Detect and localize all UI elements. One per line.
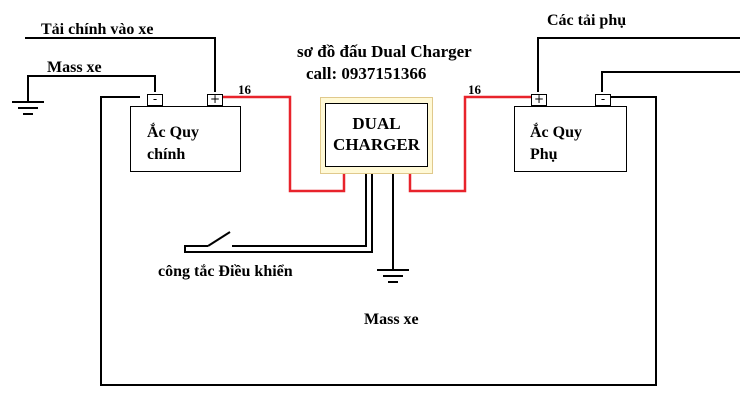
ground-symbol-top [12,101,44,115]
control-wire-2 [184,174,373,253]
main-battery [130,106,241,172]
dual-charger [325,103,428,167]
switch-lever [207,231,231,247]
dual-charger-label: DUAL CHARGER [325,113,428,155]
mass-label-bottom: Mass xe [364,311,419,328]
aux-battery-label-line2: Phụ [530,146,558,163]
main-load-wire [25,37,216,92]
aux-battery-label-line1: Ắc Quy [530,124,582,141]
red-cable-right [408,95,532,193]
mass-wire-top [27,75,156,102]
mass-label-top: Mass xe [47,59,102,76]
phone-number: call: 0937151366 [306,64,427,83]
control-wire-1 [232,174,367,247]
diagram-title: sơ đồ đấu Dual Charger [297,42,472,61]
main-battery-negative-terminal: - [147,93,163,106]
dual-charger-label-line2: CHARGER [333,135,420,154]
chassis-loop [100,96,657,386]
main-battery-label-line1: Ắc Quy [147,124,199,141]
main-load-label: Tải chính vào xe [41,21,154,38]
control-switch-label: công tắc Điều khiển [158,263,293,280]
aux-battery [514,106,627,172]
aux-battery-label: Ắc Quy Phụ [530,122,582,166]
red-cable-left [222,95,346,193]
main-battery-positive-terminal: + [207,93,223,106]
aux-loads-label: Các tải phụ [547,12,627,29]
main-battery-label-line2: chính [147,146,186,163]
aux-load-wire-1 [537,37,740,92]
main-battery-label: Ắc Quy chính [147,122,199,166]
wire-size-left: 16 [238,82,251,97]
dual-charger-label-line1: DUAL [352,114,401,133]
aux-battery-negative-terminal: - [595,93,611,106]
aux-load-wire-2 [601,71,740,92]
wire-size-right: 16 [468,82,481,97]
ground-symbol-bottom [377,269,409,283]
aux-battery-positive-terminal: + [531,93,547,106]
